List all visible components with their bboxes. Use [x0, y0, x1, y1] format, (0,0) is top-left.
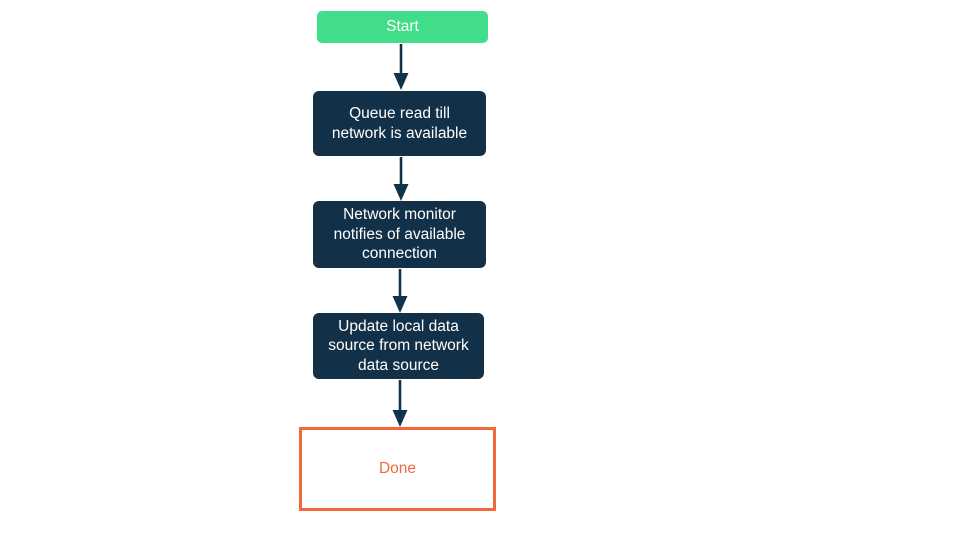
flow-edge-network-monitor-to-update-local — [387, 269, 413, 313]
flow-node-start-label: Start — [386, 18, 419, 36]
flow-node-queue-read-label: Queue read till network is available — [331, 105, 468, 142]
flow-node-update-local-label: Update local data source from network da… — [328, 317, 469, 374]
flow-edge-queue-read-to-network-monitor — [388, 157, 414, 201]
flow-node-queue-read[interactable]: Queue read till network is available — [313, 91, 486, 156]
flow-node-network-monitor[interactable]: Network monitor notifies of available co… — [313, 201, 486, 268]
flow-node-update-local[interactable]: Update local data source from network da… — [313, 313, 484, 379]
flow-edge-update-local-to-done — [387, 380, 413, 427]
flow-node-done[interactable]: Done — [299, 427, 496, 511]
flow-node-done-label: Done — [378, 460, 417, 478]
flow-node-network-monitor-label: Network monitor notifies of available co… — [333, 206, 466, 263]
flow-node-start[interactable]: Start — [317, 11, 488, 43]
flow-edge-start-to-queue-read — [388, 44, 414, 90]
